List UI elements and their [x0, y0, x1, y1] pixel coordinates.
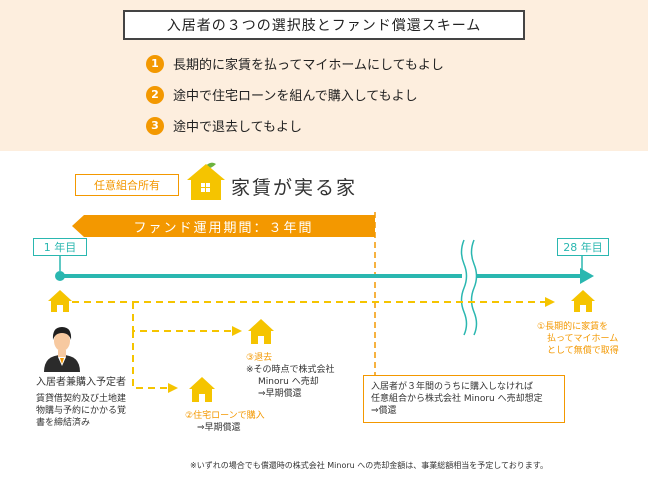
ownership-badge: 任意組合所有 — [75, 174, 179, 196]
path1-line-text: 払ってマイホーム — [547, 334, 619, 344]
note-line: ⇒償還 — [371, 406, 397, 416]
path3-title: ③退去 — [246, 353, 273, 363]
path3-line-text: ⇒早期償還 — [258, 389, 302, 399]
house-icon-path1 — [571, 290, 595, 312]
option-number: 1 — [146, 54, 164, 73]
note-line: 入居者が３年間のうちに購入しなければ — [371, 382, 534, 392]
path2-line-text: ⇒早期償還 — [197, 423, 241, 433]
brand-house-icon — [187, 162, 225, 200]
option-number: 2 — [146, 85, 164, 104]
person-avatar — [44, 327, 80, 372]
brand-name: 家賃が実る家 — [231, 177, 358, 199]
house-icon-path3 — [248, 319, 274, 344]
person-title: 入居者兼購入予定者 — [36, 377, 126, 388]
path1-arrowhead — [545, 297, 555, 307]
house-icon-start — [48, 290, 72, 312]
timeline-arrowhead — [580, 268, 594, 284]
path3-label: ③退去 ※その時点で株式会社 Minoru へ売却 ⇒早期償還 — [246, 352, 335, 400]
person-desc-line: 賃貸借契約及び土地建 — [36, 394, 127, 404]
timeline-break-icon — [460, 239, 478, 336]
page-title: 入居者の３つの選択肢とファンド償還スキーム — [123, 10, 525, 40]
timeline-start-dot — [55, 271, 65, 281]
person-label: 入居者兼購入予定者 賃貸借契約及び土地建 物購与予約にかかる覚 書を締結済み — [36, 377, 126, 429]
footnote: ※いずれの場合でも償還時の株式会社 Minoru への売却金額は、事業総額相当を… — [190, 461, 548, 470]
fund-period-label: ファンド運用期間：３年間 — [133, 220, 314, 236]
fund-period-arrow — [72, 215, 375, 237]
year-start-label: 1 年目 — [33, 238, 87, 256]
path2-label: ②住宅ローンで購入 ⇒早期償還 — [185, 410, 265, 434]
path1-line-text: として無償で取得 — [547, 346, 619, 356]
note-box: 入居者が３年間のうちに購入しなければ 任意組合から株式会社 Minoru へ売却… — [363, 375, 565, 423]
option-text: 途中で住宅ローンを組んで購入してもよし — [173, 89, 418, 104]
path3-line-text: ※その時点で株式会社 — [246, 365, 335, 375]
path3-line — [132, 302, 232, 332]
path3-line-text: Minoru へ売却 — [258, 377, 319, 387]
path2-arrowhead — [168, 383, 178, 393]
path2-title: ②住宅ローンで購入 — [185, 411, 265, 421]
house-icon-path2 — [189, 377, 215, 402]
option-number: 3 — [146, 116, 164, 135]
option-text: 途中で退去してもよし — [173, 120, 302, 135]
path1-label: ①長期的に家賃を 払ってマイホーム として無償で取得 — [537, 321, 619, 357]
year-end-label: 28 年目 — [557, 238, 609, 256]
option-2: 2 途中で住宅ローンを組んで購入してもよし — [146, 85, 418, 104]
path1-line-text: ①長期的に家賃を — [537, 322, 609, 332]
option-1: 1 長期的に家賃を払ってマイホームにしてもよし — [146, 54, 444, 73]
person-desc-line: 物購与予約にかかる覚 — [36, 406, 127, 416]
note-line: 任意組合から株式会社 Minoru へ売却想定 — [371, 394, 543, 404]
option-3: 3 途中で退去してもよし — [146, 116, 302, 135]
path3-arrowhead — [232, 326, 242, 336]
person-desc-line: 書を締結済み — [36, 418, 91, 428]
option-text: 長期的に家賃を払ってマイホームにしてもよし — [173, 58, 444, 73]
path2-line — [132, 331, 168, 389]
